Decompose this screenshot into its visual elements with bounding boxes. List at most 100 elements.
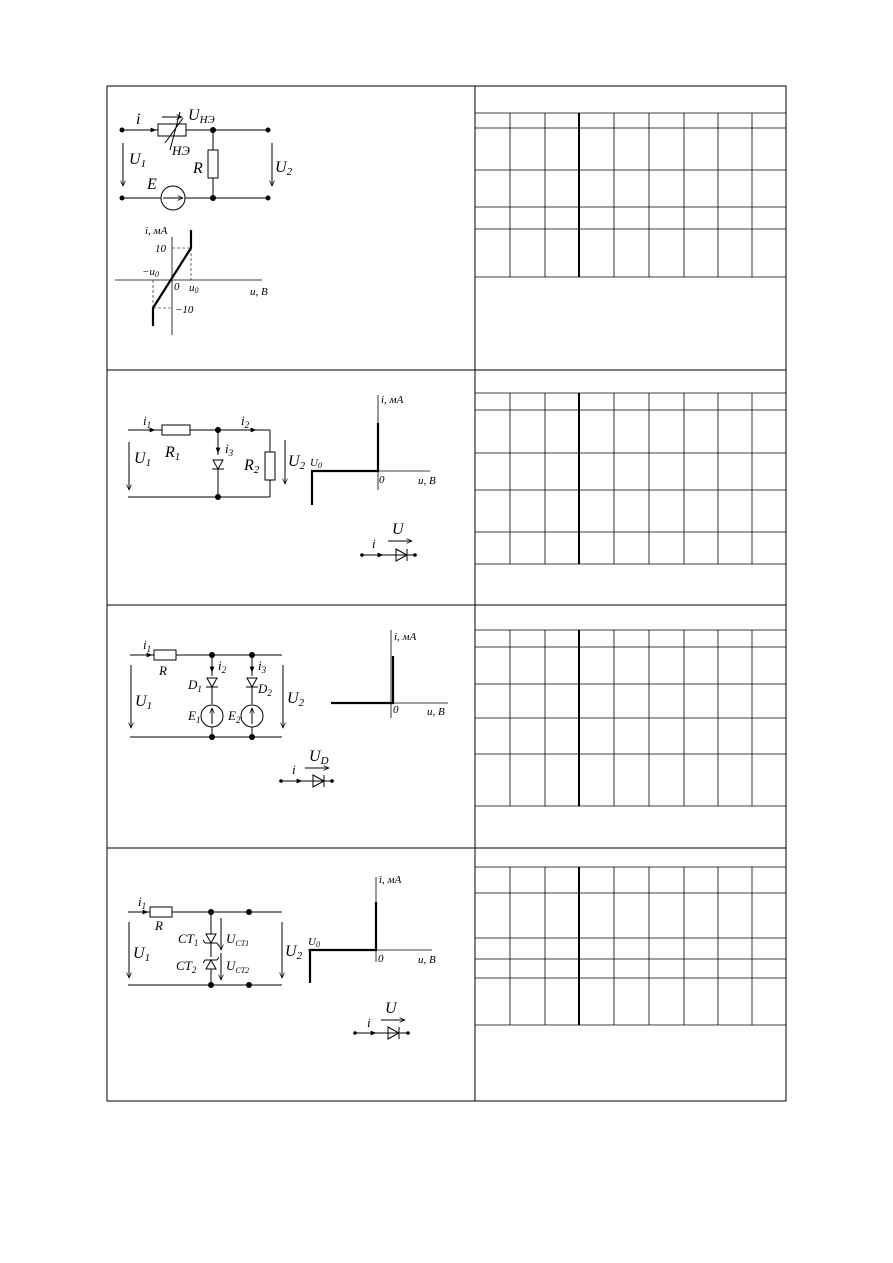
i1-label: i1 <box>143 637 151 654</box>
x-axis-label: u, В <box>418 954 436 966</box>
terminal-dot <box>353 1031 357 1035</box>
circuit-2-labels: i1 i2 i3 R1 R2 U1 U2 <box>134 413 306 476</box>
i3-label: i3 <box>258 658 267 675</box>
circuit-4-labels: i1 R CT1 CT2 UСТ1 UСТ2 U1 U2 <box>133 894 303 975</box>
outer-frame <box>106 85 787 1102</box>
junction-dot <box>210 127 216 133</box>
legend-voltage-label: UD <box>309 748 329 767</box>
input-voltage-label: U1 <box>133 945 150 964</box>
diode-legend-3: UD i <box>279 748 334 788</box>
circuit-2 <box>128 424 285 498</box>
output-voltage-label: U2 <box>287 690 305 709</box>
terminal-dot <box>330 779 334 783</box>
terminal-dot <box>360 553 364 557</box>
i2-label: i2 <box>241 413 250 430</box>
input-voltage-label: U1 <box>129 151 146 170</box>
x-tick-neg: −u0 <box>142 266 159 279</box>
origin-label: 0 <box>174 281 180 293</box>
e1-label: E1 <box>187 708 200 725</box>
junction-dot <box>208 982 214 988</box>
origin-label: 0 <box>379 474 385 486</box>
iv-characteristic-curve <box>308 902 378 983</box>
ct1-label: CT1 <box>178 931 198 948</box>
legend-current-label: i <box>372 536 376 551</box>
iv-graph-4: i, мА U0 0 u, В <box>308 874 436 983</box>
iv-graph-1: i, мА 10 −u0 0 u0 u, В −10 <box>115 225 268 335</box>
terminal-dot <box>413 553 417 557</box>
junction-dot <box>249 652 255 658</box>
x-tick-neg: U0 <box>308 936 320 949</box>
d1-label: D1 <box>187 677 202 694</box>
circuit-2-nodes <box>215 427 221 500</box>
x-tick-neg: U0 <box>310 457 322 470</box>
diode-legend-4: U i <box>353 1000 410 1040</box>
r1-label: R1 <box>164 444 180 463</box>
x-axis-label: u, В <box>250 286 268 298</box>
input-voltage-label: U1 <box>134 450 151 469</box>
d2-label: D2 <box>257 681 272 698</box>
junction-dot <box>246 909 252 915</box>
i3-label: i3 <box>225 441 234 458</box>
y-axis-label: i, мА <box>381 394 404 406</box>
answer-table-3 <box>475 629 786 807</box>
legend-current-label: i <box>292 762 296 777</box>
terminal-dot <box>119 127 125 133</box>
junction-dot <box>209 734 215 740</box>
y-tick-pos: 10 <box>155 243 167 255</box>
ne-element-label: НЭ <box>171 143 190 158</box>
ucm1-label: UСТ1 <box>226 931 249 948</box>
resistor-label: R <box>158 663 167 678</box>
circuit-1 <box>122 111 272 211</box>
origin-label: 0 <box>378 953 384 965</box>
circuit-1-nodes <box>119 127 271 201</box>
resistor-label: R <box>192 160 203 177</box>
junction-dot <box>246 982 252 988</box>
y-axis-label: i, мА <box>379 874 402 886</box>
terminal-dot <box>265 195 271 201</box>
terminal-dot <box>406 1031 410 1035</box>
iv-characteristic-curve <box>151 230 193 326</box>
junction-dot <box>215 494 221 500</box>
x-axis-label: u, В <box>427 706 445 718</box>
junction-dot <box>249 734 255 740</box>
junction-dot <box>215 427 221 433</box>
source-label: E <box>146 176 157 193</box>
answer-table-2 <box>475 392 786 565</box>
iv-characteristic-curve <box>310 423 380 505</box>
diode-icon <box>395 548 409 562</box>
diode-legend-2: U i <box>360 521 417 562</box>
junction-dot <box>208 909 214 915</box>
diode-icon <box>312 774 326 788</box>
terminal-dot <box>119 195 125 201</box>
iv-graph-2: i, мА U0 0 u, В <box>310 394 436 505</box>
resistor-label: R <box>154 918 163 933</box>
output-voltage-label: U2 <box>285 943 303 962</box>
x-axis-label: u, В <box>418 475 436 487</box>
answer-table-4 <box>475 866 786 1026</box>
y-axis-label: i, мА <box>145 225 168 237</box>
iv-graph-3: i, мА 0 u, В <box>331 630 448 718</box>
legend-voltage-label: U <box>385 1000 398 1017</box>
legend-current-label: i <box>367 1015 371 1030</box>
circuit-4 <box>128 906 282 986</box>
ucm2-label: UСТ2 <box>226 958 249 975</box>
input-voltage-label: U1 <box>135 693 152 712</box>
current-label: i <box>136 111 140 128</box>
ct2-label: CT2 <box>176 958 197 975</box>
e2-label: E2 <box>227 708 241 725</box>
iv-characteristic-curve <box>331 656 395 705</box>
circuit-3-nodes <box>209 652 255 740</box>
ne-voltage-label: UНЭ <box>188 107 215 126</box>
circuit-4-nodes <box>208 909 252 988</box>
origin-label: 0 <box>393 704 399 716</box>
x-tick-pos: u0 <box>189 282 199 295</box>
circuit-3 <box>130 649 283 738</box>
circuit-1-labels: i UНЭ НЭ U1 R E U2 <box>129 107 293 193</box>
i2-label: i2 <box>218 658 227 675</box>
answer-table-1 <box>475 112 786 278</box>
i1-label: i1 <box>138 894 146 911</box>
circuit-3-labels: i1 i2 i3 R D1 D2 E1 E2 U1 U2 <box>135 637 305 725</box>
output-voltage-label: U2 <box>275 159 293 178</box>
terminal-dot <box>279 779 283 783</box>
